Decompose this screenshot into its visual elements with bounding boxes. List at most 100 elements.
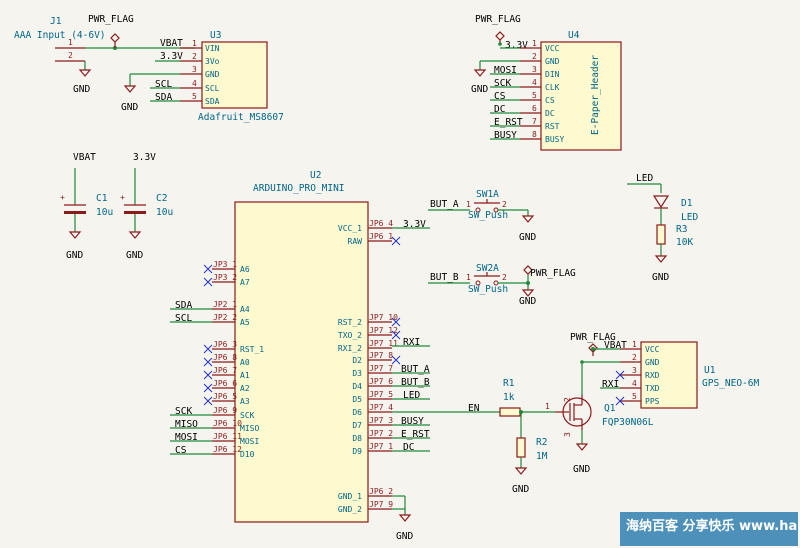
u2-left-pin-name: A2 bbox=[240, 384, 250, 393]
u2-right-pin-num: JP6_2 bbox=[369, 487, 393, 496]
q1-pin1: 1 bbox=[545, 402, 550, 411]
u2-right-pin-num: JP7_8 bbox=[369, 351, 393, 360]
mosfet-q1[interactable]: 1 2 3 Q1 FQP30N06L GND bbox=[545, 395, 654, 475]
no-connect-mark bbox=[203, 396, 213, 406]
u4-pin5-name: CS bbox=[545, 96, 555, 105]
u2-left-pin-name: A3 bbox=[240, 397, 250, 406]
net-cs-u4: CS bbox=[494, 91, 506, 102]
no-connect-mark bbox=[391, 330, 401, 340]
u2-left-pin-num: JP6_8 bbox=[213, 353, 237, 362]
u3-pin3-num: 3 bbox=[192, 65, 197, 74]
gps-u1[interactable]: PWR_FLAG VBAT U1 GPS_NEO-6M 1 2 3 4 5 VC… bbox=[570, 332, 759, 409]
u2-left-pin-name: A5 bbox=[240, 318, 250, 327]
net-3v3-u3: 3.3V bbox=[160, 51, 183, 62]
u2-left-pin-name: D10 bbox=[240, 450, 255, 459]
no-connect-mark bbox=[391, 236, 401, 246]
net-scl-u3: SCL bbox=[155, 79, 172, 90]
u2-left-pin-num: JP6_12 bbox=[213, 445, 242, 454]
resistor-r1[interactable]: R1 1k bbox=[499, 378, 521, 417]
resistor-r3[interactable]: R3 10K GND bbox=[652, 224, 693, 283]
module-u3[interactable]: U3 Adafruit_MS8607 1 2 3 4 5 VIN 3Vo GND… bbox=[180, 30, 284, 123]
sw2-value: SW_Push bbox=[468, 284, 508, 295]
header-u4[interactable]: PWR_FLAG 3.3V U4 1 2 3 4 5 6 7 8 VCC GND… bbox=[475, 14, 622, 151]
net-buta-sw: BUT_A bbox=[430, 199, 459, 210]
u2-left-pin-name: MOSI bbox=[240, 437, 259, 446]
resistor-r2[interactable]: R2 1M GND bbox=[512, 412, 548, 495]
u2-right-pin-name: GND_2 bbox=[338, 505, 362, 514]
u3-value: Adafruit_MS8607 bbox=[198, 112, 284, 123]
connector-j1[interactable]: J1 AAA Input (4-6V) 1 2 bbox=[14, 16, 106, 62]
gnd-symbol: GND bbox=[73, 69, 92, 95]
u4-pin6-name: DC bbox=[545, 109, 555, 118]
u2-left-pin-num: JP6_11 bbox=[213, 432, 242, 441]
u2-left-pin-num: JP6_5 bbox=[213, 392, 237, 401]
u2-right-pin-name: VCC_1 bbox=[338, 224, 362, 233]
r2-ref: R2 bbox=[536, 437, 547, 448]
u2-right-pin-name: D4 bbox=[352, 382, 362, 391]
sw1-pin2: 2 bbox=[502, 200, 507, 209]
u2-value: ARDUINO_PRO_MINI bbox=[253, 183, 345, 194]
net-3v3-u4: 3.3V bbox=[505, 40, 528, 51]
u2-left-pin-name: SCK bbox=[240, 411, 255, 420]
j1-ref: J1 bbox=[50, 16, 62, 27]
net-rxi-u2: RXI bbox=[403, 337, 420, 348]
u2-right-pin-name: RAW bbox=[348, 237, 363, 246]
u2-right-pin-num: JP7_3 bbox=[369, 416, 393, 425]
gnd-label-u4: GND bbox=[471, 84, 488, 95]
u2-right-pin-num: JP7_4 bbox=[369, 403, 393, 412]
u3-pin3-name: GND bbox=[205, 70, 220, 79]
no-connect-mark bbox=[203, 370, 213, 380]
q1-pin3: 3 bbox=[563, 432, 572, 437]
gnd-label: GND bbox=[73, 84, 90, 95]
j1-pin1: 1 bbox=[68, 38, 73, 47]
u1-pin2-name: GND bbox=[645, 358, 660, 367]
no-connect-mark bbox=[203, 264, 213, 274]
net-sck-u2: SCK bbox=[175, 406, 192, 417]
no-connect-mark bbox=[203, 344, 213, 354]
no-connect-mark bbox=[203, 383, 213, 393]
c1-ref: C1 bbox=[96, 193, 108, 204]
r3-value: 10K bbox=[676, 237, 693, 248]
capacitor-c2[interactable]: 3.3V + GND C2 10u bbox=[120, 152, 173, 261]
u2-right-pin-num: JP7_1 bbox=[369, 442, 393, 451]
capacitor-c1[interactable]: VBAT + GND C1 10u bbox=[60, 152, 113, 261]
u2-left-pin-name: A6 bbox=[240, 265, 250, 274]
u2-right-pin-num: JP7_12 bbox=[369, 326, 398, 335]
net-erst-u4: E_RST bbox=[494, 117, 523, 128]
led-d1[interactable]: LED D1 LED bbox=[627, 173, 698, 225]
u4-pin4-num: 4 bbox=[532, 78, 537, 87]
gnd-label-r3: GND bbox=[652, 272, 669, 283]
u2-right-pin-name: RXI_2 bbox=[338, 344, 362, 353]
u2-left-pin-name: A1 bbox=[240, 371, 250, 380]
u4-pin8-name: BUSY bbox=[545, 135, 564, 144]
u3-pin2-name: 3Vo bbox=[205, 57, 220, 66]
net-dc-u2: DC bbox=[403, 442, 414, 453]
u2-right-pin-num: JP7_10 bbox=[369, 313, 398, 322]
svg-text:+: + bbox=[60, 193, 65, 202]
u1-pin2-num: 2 bbox=[632, 353, 637, 362]
r1-value: 1k bbox=[503, 392, 515, 403]
d1-ref: D1 bbox=[681, 198, 693, 209]
u4-pin1-num: 1 bbox=[532, 39, 537, 48]
switch-sw2a[interactable]: BUT_B SW2A 1 2 SW_Push PWR_FLAG GND bbox=[428, 263, 576, 307]
j1-value: AAA Input (4-6V) bbox=[14, 30, 106, 41]
net-busy-u4: BUSY bbox=[494, 130, 517, 141]
u3-pin1-name: VIN bbox=[205, 44, 220, 53]
net-mosi-u4: MOSI bbox=[494, 65, 517, 76]
switch-sw1a[interactable]: BUT_A SW1A 1 2 SW_Push GND bbox=[428, 189, 536, 243]
net-sck-u4: SCK bbox=[494, 78, 511, 89]
c2-value: 10u bbox=[156, 207, 173, 218]
gnd-label-u2: GND bbox=[396, 531, 413, 542]
net-buta-u2: BUT_A bbox=[401, 364, 430, 375]
u2-right-pin-name: D8 bbox=[352, 434, 362, 443]
u3-pin5-num: 5 bbox=[192, 92, 197, 101]
u2-right-pin-num: JP7_6 bbox=[369, 377, 393, 386]
u2-right-pin-name: D6 bbox=[352, 408, 362, 417]
u2-left-pin-name: RST_1 bbox=[240, 345, 264, 354]
u4-pin4-name: CLK bbox=[545, 83, 560, 92]
r3-ref: R3 bbox=[676, 224, 687, 235]
arduino-pro-mini-u2[interactable]: U2 ARDUINO_PRO_MINI bbox=[234, 170, 369, 523]
u4-pin7-num: 7 bbox=[532, 117, 537, 126]
pwr-flag-1: PWR_FLAG bbox=[88, 14, 134, 48]
sw1-pin1: 1 bbox=[466, 200, 471, 209]
